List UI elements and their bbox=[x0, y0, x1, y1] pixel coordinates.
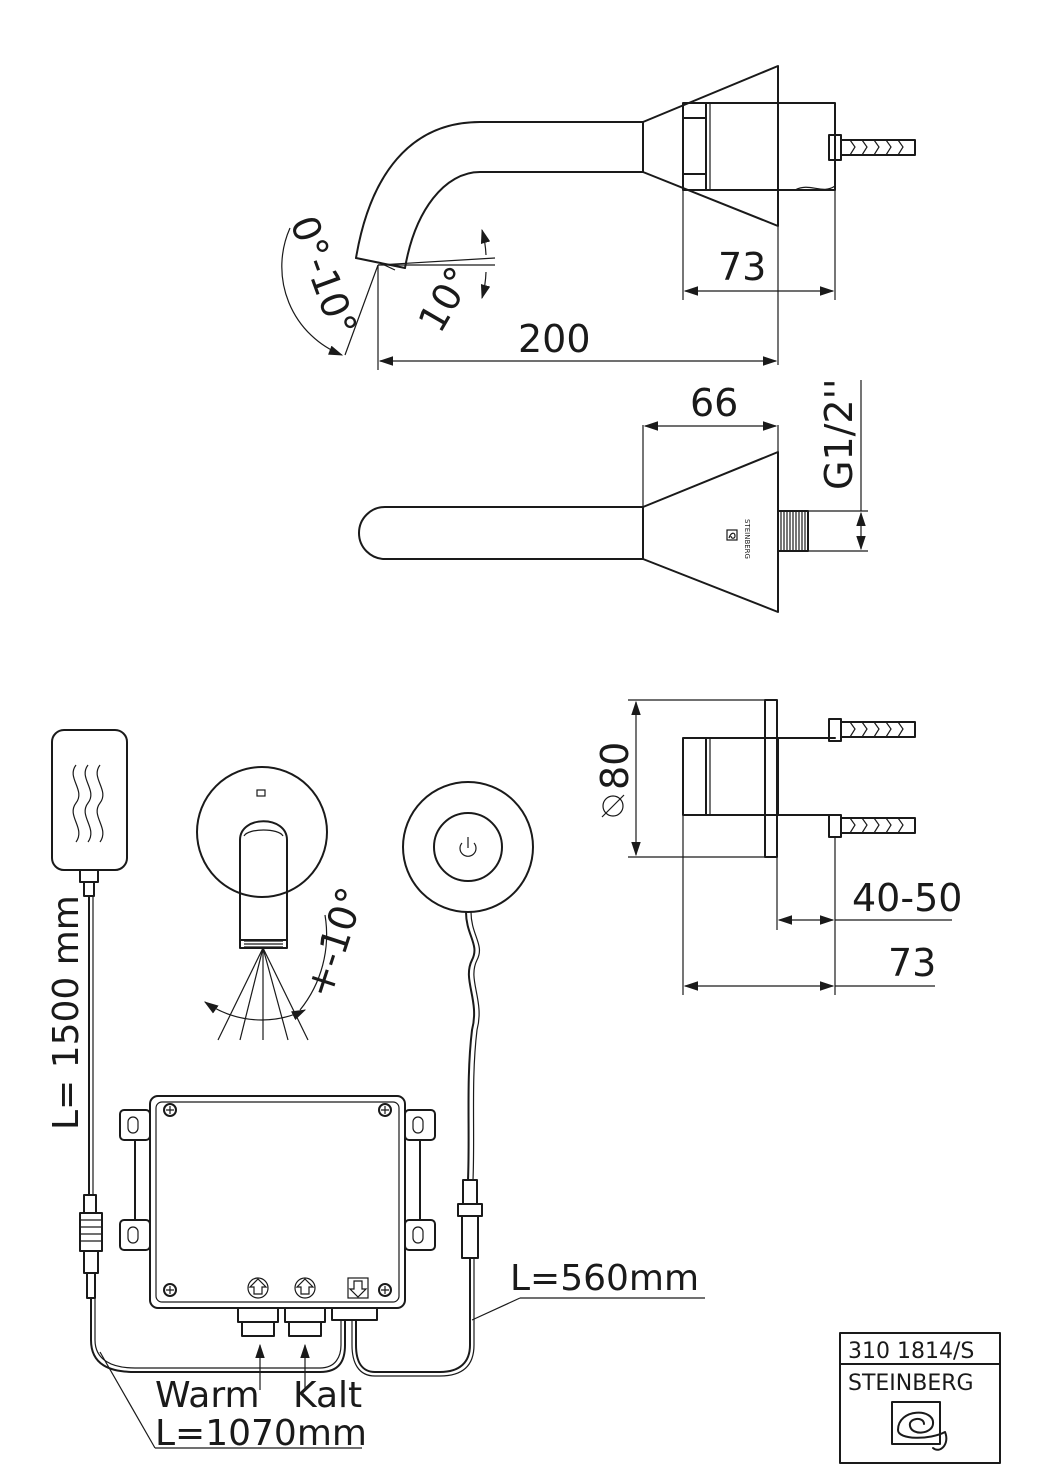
dim-swivel: +-10° bbox=[297, 882, 374, 1003]
wall-plate bbox=[764, 699, 778, 858]
dim-diameter: 80 bbox=[593, 742, 637, 790]
steinberg-logo-icon bbox=[891, 1401, 948, 1451]
part-number: 310 1814/S bbox=[848, 1339, 974, 1364]
valve-body bbox=[682, 102, 779, 191]
wall-plug-upper bbox=[828, 718, 916, 742]
mount-view: 80 40-50 73 bbox=[593, 699, 962, 995]
power-supply: L= 1500 mm bbox=[46, 729, 346, 1373]
dim-thread: G1/2'' bbox=[817, 379, 861, 491]
arrow-up-icon bbox=[247, 1277, 269, 1299]
hose-labels: Warm Kalt L=1070mm bbox=[99, 1351, 367, 1454]
label-kalt: Kalt bbox=[293, 1375, 362, 1416]
wall-plug bbox=[828, 134, 916, 161]
sensor: L=560mm bbox=[351, 781, 705, 1377]
steinberg-logo-icon bbox=[256, 789, 266, 797]
label-cable-power: L= 1500 mm bbox=[46, 895, 87, 1130]
title-block: 310 1814/S STEINBERG bbox=[839, 1332, 1001, 1464]
spout-outline bbox=[355, 121, 644, 259]
dim-spout-tilt: 10° bbox=[410, 259, 482, 339]
svg-text:STEINBERG: STEINBERG bbox=[743, 519, 751, 559]
dim-top-depth: 66 bbox=[690, 381, 738, 425]
arrow-down-icon bbox=[347, 1277, 369, 1299]
power-icon bbox=[459, 837, 477, 857]
label-cable-hose: L=1070mm bbox=[155, 1413, 367, 1454]
label-warm: Warm bbox=[155, 1375, 260, 1416]
dim-bottom-depth: 73 bbox=[888, 941, 936, 985]
heat-waves-icon bbox=[72, 764, 104, 843]
cone-top bbox=[642, 451, 779, 613]
side-view: 73 200 10° 0°-10° bbox=[281, 65, 916, 370]
control-box bbox=[119, 1095, 436, 1390]
faucet-front: +-10° bbox=[196, 766, 374, 1041]
label-cable-sensor: L=560mm bbox=[510, 1258, 699, 1299]
steinberg-logo-icon: STEINBERG bbox=[726, 519, 751, 559]
wall-plug-lower bbox=[828, 814, 916, 838]
dim-wall-range: 40-50 bbox=[852, 876, 962, 920]
dim-spout-range: 0°-10° bbox=[282, 210, 366, 342]
dim-side-length: 200 bbox=[518, 317, 591, 361]
spout-top-outline bbox=[358, 506, 644, 560]
brand-name: STEINBERG bbox=[848, 1371, 974, 1396]
dim-side-depth: 73 bbox=[718, 245, 766, 289]
top-view: STEINBERG 66 G1/2'' bbox=[358, 379, 868, 613]
arrow-up-icon bbox=[294, 1277, 316, 1299]
